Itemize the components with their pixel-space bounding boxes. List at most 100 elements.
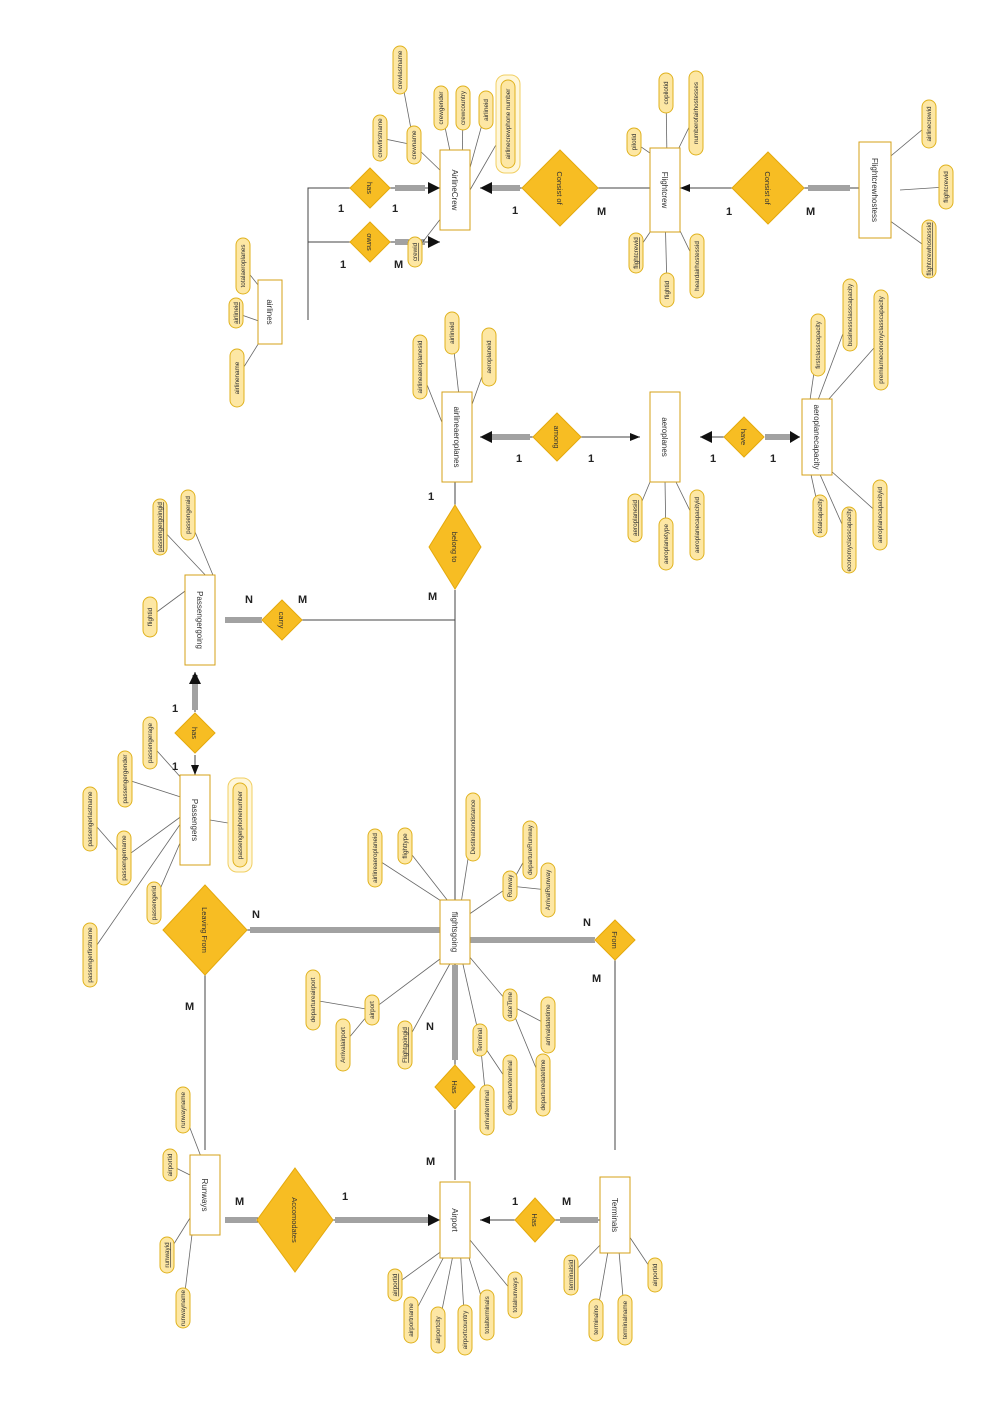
attribute-flightcrew-4[interactable]: copilotid <box>658 72 674 114</box>
attribute-flightsgoing-2[interactable]: Destinationdistance <box>465 792 481 862</box>
attribute-airlinecrew-1[interactable]: crewname <box>406 125 422 165</box>
attribute-airport-2[interactable]: airportcity <box>430 1306 446 1354</box>
attribute-terminals-2[interactable]: terminalname <box>617 1294 633 1346</box>
relationship-consist-of-hostess[interactable]: Consist of <box>731 151 805 225</box>
attribute-flightsgoing-12[interactable]: Flightgoingid <box>397 1020 413 1070</box>
attribute-flightcrewhostess-0[interactable]: flightcrewhostessid <box>921 219 937 279</box>
attribute-airport-5[interactable]: totalrunways <box>507 1271 523 1319</box>
attribute-runways-1[interactable]: runwayid <box>159 1236 175 1274</box>
attribute-flightcrew-1[interactable]: flightid <box>659 272 675 308</box>
attribute-flightcrew-2[interactable]: heardairhostessid <box>689 233 705 299</box>
attribute-airport-3[interactable]: airportcountry <box>457 1304 473 1356</box>
entity-flightcrew[interactable]: Flightcrew <box>649 147 681 233</box>
attribute-airlines-0[interactable]: airlinename <box>229 348 245 408</box>
attribute-flightsgoing-0[interactable]: airlineaeroplaneid <box>367 828 383 888</box>
attribute-flightcrew-5[interactable]: numberofairhostesses <box>688 70 704 156</box>
relationship-has-airport[interactable]: Has <box>434 1064 476 1110</box>
attribute-flightsgoing-4[interactable]: departureRunway <box>522 820 538 880</box>
attribute-airport-4[interactable]: totalterminals <box>479 1289 495 1341</box>
attribute-flightsgoing-7[interactable]: arrivaldatetime <box>540 996 556 1054</box>
attribute-passengers-5[interactable]: passengerage <box>142 716 158 770</box>
entity-airlines[interactable]: airlines <box>257 279 283 345</box>
relationship-consist-of-crew[interactable]: Consist of <box>521 149 599 227</box>
entity-airport[interactable]: Airport <box>439 1181 471 1259</box>
attribute-passengers-2[interactable]: passengerlastname <box>82 786 98 852</box>
attribute-terminals-0[interactable]: terminalsid <box>563 1254 579 1296</box>
attribute-aeroplanecapacity-2[interactable]: aeroplanecapacityid <box>872 479 888 551</box>
attribute-runways-0[interactable]: runwayname <box>175 1287 191 1329</box>
attribute-airlineaeroplanes-0[interactable]: airlineaeroplanesid <box>412 334 428 400</box>
attribute-passengers-6[interactable]: passengerphonenumber <box>227 777 253 873</box>
relationship-accomodates[interactable]: Accomodates <box>256 1167 334 1273</box>
entity-aeroplanecapacity[interactable]: aeroplanecapacity <box>801 398 833 476</box>
attribute-flightsgoing-1[interactable]: flighttype <box>397 827 413 865</box>
attribute-airlinecrew-0[interactable]: crewid <box>407 236 423 268</box>
arrow-to-flightcrew <box>680 184 690 192</box>
attribute-flightcrew-3[interactable]: pilotid <box>626 127 642 157</box>
attribute-airlinecrew-5[interactable]: crewcountry <box>455 85 471 131</box>
attribute-flightsgoing-14[interactable]: departureairport <box>305 969 321 1031</box>
attribute-airlinecrew-2[interactable]: crewfirstname <box>372 114 388 162</box>
relationship-leaving-from[interactable]: Leaving From <box>162 884 248 976</box>
attribute-passengergoing-2[interactable]: passengeraid <box>180 489 196 541</box>
attribute-flightsgoing-6[interactable]: dateTime <box>502 988 518 1022</box>
attribute-flightcrewhostess-1[interactable]: flightcrewid <box>938 164 954 210</box>
relationship-from[interactable]: From <box>594 919 636 961</box>
relationship-has-terminals[interactable]: Has <box>514 1197 556 1243</box>
attribute-flightsgoing-5[interactable]: ArrivalRunway <box>540 862 556 918</box>
entity-flightsgoing[interactable]: flightsgoing <box>439 899 471 965</box>
attribute-flightsgoing-9[interactable]: Terminal <box>472 1023 488 1057</box>
relationship-have[interactable]: have <box>723 416 765 458</box>
attribute-flightcrewhostess-2[interactable]: airlinecrewid <box>921 99 937 149</box>
relationship-among[interactable]: among <box>532 412 582 462</box>
relationship-has-passenger[interactable]: has <box>174 712 216 754</box>
entity-passengers[interactable]: Passengers <box>179 774 211 866</box>
attribute-airlines-1[interactable]: airlineid <box>228 297 244 329</box>
attribute-terminals-3[interactable]: airportid <box>647 1257 663 1293</box>
attribute-airlinecrew-7[interactable]: airlinecrewphone number <box>495 74 521 174</box>
attribute-runways-3[interactable]: runwayname <box>175 1086 191 1134</box>
attribute-flightsgoing-13[interactable]: airport <box>364 994 380 1026</box>
attribute-aeroplanecapacity-4[interactable]: businessclasscapacity <box>842 278 858 352</box>
attribute-flightcrew-0[interactable]: flightcrewid <box>628 232 644 274</box>
entity-runways[interactable]: Runways <box>189 1154 221 1236</box>
attribute-flightsgoing-11[interactable]: departureterminal <box>502 1054 518 1116</box>
attribute-airlineaeroplanes-1[interactable]: airlineid <box>444 311 460 355</box>
attribute-aeroplanecapacity-3[interactable]: firstclasscapacity <box>810 313 826 377</box>
attribute-aeroplanecapacity-1[interactable]: economyclasscapacity <box>841 506 857 574</box>
attribute-flightsgoing-15[interactable]: Arrivalairport <box>335 1018 351 1072</box>
entity-airlineaeroplanes[interactable]: airlineaeroplanes <box>441 391 473 483</box>
entity-flightcrewhostess[interactable]: Flightcrewhostess <box>858 141 892 239</box>
entity-passengergoing[interactable]: Passengergoing <box>184 574 216 666</box>
attribute-aeroplanecapacity-0[interactable]: totalcapacity <box>812 494 828 538</box>
attribute-passengers-4[interactable]: passengergender <box>117 750 133 808</box>
attribute-airlines-2[interactable]: totalaeroplanes <box>235 237 251 295</box>
entity-airlinecrew[interactable]: AirlineCrew <box>439 149 471 231</box>
attribute-flightsgoing-8[interactable]: departuredatetime <box>535 1053 551 1117</box>
attribute-passengers-0[interactable]: passengerfirstname <box>82 922 98 988</box>
relationship-owns[interactable]: owns <box>349 221 391 263</box>
relationship-belong-to[interactable]: belong to <box>428 504 482 590</box>
relationship-carry[interactable]: carry <box>261 599 303 641</box>
attribute-passengergoing-1[interactable]: passengergoingid <box>152 498 168 556</box>
attribute-flightsgoing-10[interactable]: arrivalterminal <box>479 1084 495 1136</box>
attribute-airlinecrew-4[interactable]: crewgender <box>433 85 449 131</box>
attribute-passengers-3[interactable]: passengerid <box>146 881 162 925</box>
attribute-airport-0[interactable]: airportid <box>387 1268 403 1302</box>
attribute-airlinecrew-3[interactable]: crewlastname <box>392 45 408 95</box>
attribute-aeroplanes-1[interactable]: aeroplanetype <box>658 517 674 571</box>
attribute-aeroplanes-0[interactable]: aeroplanesid <box>627 493 643 543</box>
attribute-terminals-1[interactable]: terminalno <box>588 1298 604 1342</box>
attribute-aeroplanes-2[interactable]: aeroplanecapacityid <box>689 489 705 561</box>
entity-terminals[interactable]: Terminals <box>599 1176 631 1254</box>
attribute-passengers-1[interactable]: passengername <box>116 830 132 886</box>
relationship-has-airlinecrew[interactable]: has <box>349 167 391 209</box>
attribute-airlinecrew-6[interactable]: airlineid <box>478 90 494 130</box>
attribute-aeroplanecapacity-5[interactable]: premiumeconomyclasscapacity <box>873 289 889 391</box>
attribute-airlineaeroplanes-2[interactable]: aeroplaneid <box>481 327 497 387</box>
attribute-flightsgoing-3[interactable]: Runway <box>502 870 518 902</box>
entity-aeroplanes[interactable]: aeroplanes <box>649 391 681 483</box>
attribute-runways-2[interactable]: airportid <box>162 1148 178 1182</box>
attribute-airport-1[interactable]: airportname <box>403 1296 419 1344</box>
attribute-passengergoing-0[interactable]: flightid <box>142 596 158 638</box>
